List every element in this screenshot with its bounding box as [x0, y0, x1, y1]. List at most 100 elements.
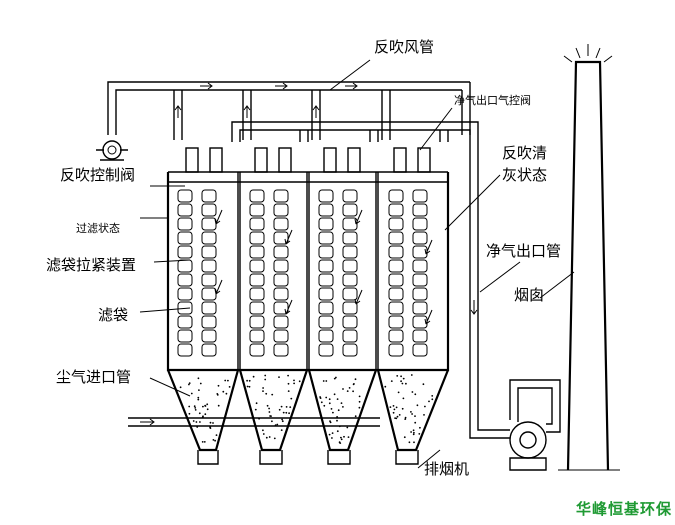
- filter-bag-cell: [249, 203, 265, 217]
- airflow-arrow: [354, 209, 363, 225]
- dust-dot: [212, 422, 214, 424]
- filter-bag-cell: [318, 301, 334, 315]
- dust-dot: [285, 411, 288, 414]
- dust-dot: [188, 405, 191, 408]
- filter-bag-cell: [318, 273, 334, 287]
- dust-dot: [248, 385, 251, 388]
- dust-dot: [352, 390, 354, 393]
- filter-bag-cell: [249, 287, 265, 301]
- dust-dot: [431, 395, 434, 397]
- dust-dot: [328, 398, 331, 401]
- filter-bag-cell: [388, 203, 404, 217]
- dust-dot: [397, 391, 400, 394]
- dust-dot: [401, 382, 404, 385]
- dust-dot: [392, 411, 395, 414]
- filter-bag-cell: [342, 231, 358, 245]
- dust-dot: [287, 382, 290, 385]
- dust-dot: [264, 378, 267, 381]
- filter-bag-cell: [273, 287, 289, 301]
- dust-dot: [188, 383, 190, 386]
- dust-dot: [214, 439, 217, 442]
- dust-dot: [413, 441, 415, 444]
- label-reverse-clean-state-2: 灰状态: [502, 166, 547, 184]
- clean-gas-manifold: [231, 121, 510, 439]
- label-chimney: 烟囱: [514, 286, 544, 304]
- dust-dot: [288, 412, 290, 415]
- filter-bag-cell: [201, 217, 217, 231]
- label-filter-bag: 滤袋: [98, 306, 128, 324]
- filter-bag-cell: [412, 189, 428, 203]
- dust-dot: [333, 393, 336, 396]
- dust-dot: [342, 388, 344, 390]
- dust-dot: [402, 397, 405, 400]
- dust-dot: [329, 421, 332, 424]
- filter-bag-cell: [273, 343, 289, 357]
- dust-dot: [408, 441, 411, 444]
- dust-dot: [193, 405, 196, 408]
- dust-dot: [190, 392, 193, 395]
- dust-dot: [347, 436, 350, 438]
- filter-bag-cell: [388, 245, 404, 259]
- dust-dot: [215, 434, 218, 436]
- filter-bag-cell: [318, 343, 334, 357]
- outlet-valve-icons: [185, 147, 431, 173]
- dust-dot: [401, 407, 404, 410]
- label-clean-gas-outlet-valve: 净气出口气控阀: [454, 93, 531, 107]
- filter-bag-cell: [412, 301, 428, 315]
- filter-bag-cell: [388, 231, 404, 245]
- dust-dot: [204, 404, 207, 407]
- dust-dot: [411, 391, 414, 393]
- airflow-arrow: [284, 299, 293, 315]
- dust-dot: [270, 415, 272, 417]
- dust-dot: [325, 396, 328, 399]
- filter-bag-cell: [388, 259, 404, 273]
- filter-bag-cell: [388, 273, 404, 287]
- dust-dot: [423, 414, 425, 416]
- filter-bag-cell: [412, 231, 428, 245]
- dust-dot: [222, 390, 225, 393]
- label-dust-inlet-pipe: 尘气进口管: [56, 368, 131, 386]
- airflow-arrow: [354, 289, 363, 305]
- airflow-arrow: [424, 309, 433, 325]
- label-exhaust-fan: 排烟机: [424, 460, 469, 478]
- dust-dot: [394, 417, 396, 419]
- filter-bag-cell: [273, 329, 289, 343]
- dust-dot: [278, 408, 281, 411]
- filter-bag-cell: [177, 259, 193, 273]
- filter-bag-cell: [177, 329, 193, 343]
- dust-dot: [199, 421, 201, 423]
- dust-dot: [179, 386, 182, 389]
- label-reverse-air-duct: 反吹风管: [374, 38, 434, 56]
- dust-dot: [336, 430, 339, 433]
- filter-bag-cell: [177, 231, 193, 245]
- dust-dot: [336, 398, 339, 400]
- dust-dot: [285, 406, 288, 408]
- dust-dot: [333, 377, 336, 380]
- dust-dot: [254, 408, 257, 411]
- dust-dot: [320, 401, 323, 404]
- dust-dot: [289, 406, 292, 408]
- filter-bag-cell: [388, 301, 404, 315]
- dust-dot: [281, 420, 284, 423]
- dust-dot: [414, 421, 417, 424]
- label-reverse-control-valve: 反吹控制阀: [60, 166, 135, 184]
- dust-dot: [354, 415, 357, 418]
- dust-dot: [262, 429, 264, 432]
- dust-dot: [400, 380, 402, 383]
- leader-lines: [139, 59, 575, 469]
- dust-dot: [217, 404, 220, 407]
- dust-dot: [203, 441, 206, 443]
- label-bag-tensioner: 滤袋拉紧装置: [46, 256, 136, 274]
- dust-dot: [280, 405, 283, 408]
- filter-bag-cell: [201, 343, 217, 357]
- filter-bag-cell: [412, 203, 428, 217]
- filter-bag-cell: [318, 315, 334, 329]
- dust-dot: [331, 437, 333, 439]
- dust-dot: [400, 375, 402, 378]
- filter-bag-cell: [342, 315, 358, 329]
- filter-bag-cell: [318, 189, 334, 203]
- dust-dot: [273, 437, 276, 440]
- filter-bag-cell: [201, 189, 217, 203]
- dust-particles: [179, 374, 434, 444]
- dust-dot: [268, 411, 271, 413]
